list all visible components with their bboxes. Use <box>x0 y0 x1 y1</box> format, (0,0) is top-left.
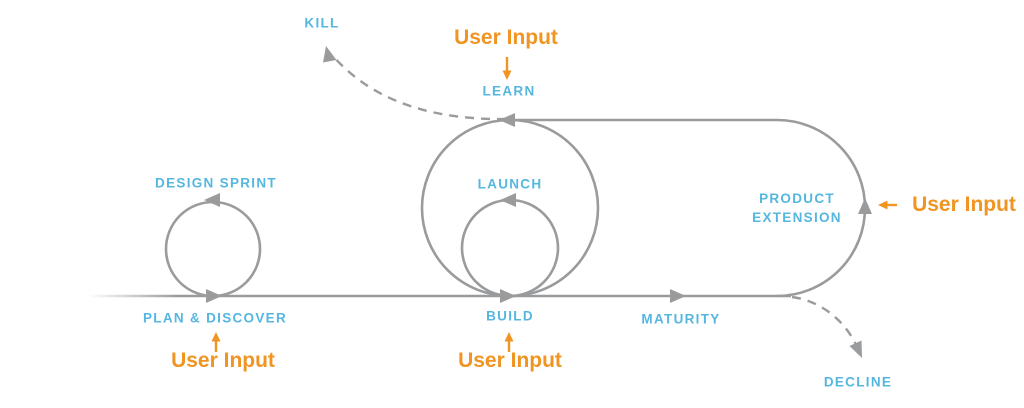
kill-dashed-path <box>332 55 507 121</box>
decline-arrowhead-icon <box>849 340 862 358</box>
launch-loop <box>460 198 560 298</box>
label-learn: LEARN <box>482 83 536 99</box>
design-sprint-loop-arrowhead-icon <box>204 193 220 207</box>
kill-arrowhead-icon <box>323 46 337 63</box>
user-input-top-label: User Input <box>454 26 558 49</box>
label-design-sprint: DESIGN SPRINT <box>155 175 277 191</box>
label-build: BUILD <box>486 308 534 324</box>
user-input-center-arrow-icon <box>504 332 514 352</box>
user-input-right-label: User Input <box>912 193 1016 216</box>
label-launch: LAUNCH <box>477 176 543 192</box>
design-sprint-loop <box>164 200 262 298</box>
label-maturity: MATURITY <box>641 311 721 327</box>
learn-loop-arrowhead-icon <box>499 113 515 127</box>
label-decline: DECLINE <box>823 374 893 390</box>
launch-loop-arrowhead-icon <box>500 193 516 207</box>
maturity-arrowhead-icon <box>670 289 686 303</box>
user-input-top-arrow-icon <box>502 57 512 80</box>
build-arrowhead-icon <box>500 289 516 303</box>
user-input-left-label: User Input <box>171 349 275 372</box>
plan-discover-arrowhead-icon <box>206 289 222 303</box>
label-product-extension-line1: PRODUCT <box>759 191 835 206</box>
user-input-right-arrow-icon <box>878 200 897 210</box>
label-product-extension: PRODUCT EXTENSION <box>752 189 842 227</box>
decline-dashed-path <box>791 295 859 348</box>
label-kill: KILL <box>304 15 340 31</box>
user-input-center-label: User Input <box>458 349 562 372</box>
user-input-left-arrow-icon <box>211 332 221 352</box>
product-extension-arrowhead-icon <box>858 198 872 214</box>
label-plan-discover: PLAN & DISCOVER <box>142 310 288 326</box>
build-learn-loop <box>420 118 600 298</box>
label-product-extension-line2: EXTENSION <box>752 210 842 225</box>
